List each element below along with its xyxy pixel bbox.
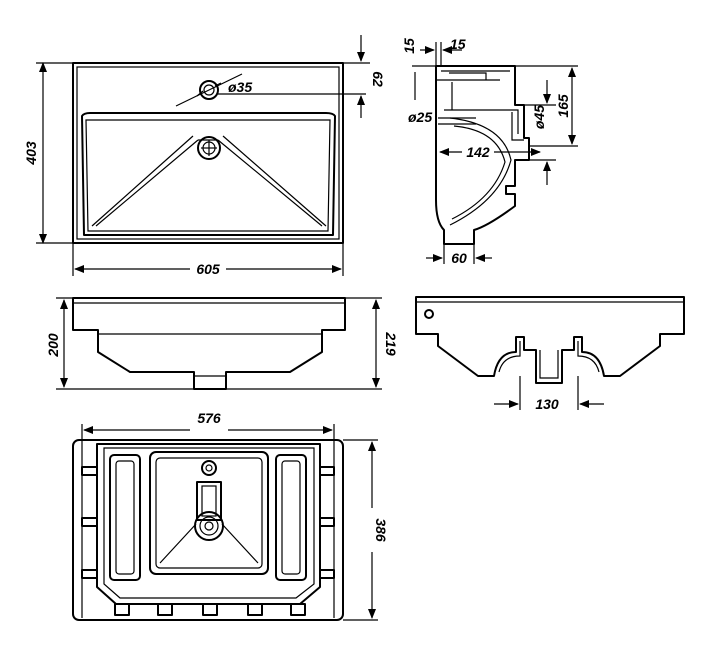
- side-view: 15 15 ø25 ø45 165 142 60: [401, 36, 578, 266]
- front-total-height-label: 219: [383, 331, 399, 356]
- rear-view: 130: [415, 296, 685, 412]
- bottom-right-tabs: [319, 466, 335, 579]
- drain-hole-top: [197, 136, 221, 160]
- side-view-bowl-curve: [449, 117, 512, 226]
- tap-diameter-leader: [175, 73, 243, 107]
- front-view: 200 219: [45, 297, 399, 390]
- top-view-bowl: [81, 112, 336, 236]
- bottom-width-label: 576: [197, 410, 221, 426]
- bottom-slots: [114, 603, 306, 616]
- side-height-label: 165: [555, 94, 571, 118]
- bottom-bowl: [149, 451, 269, 575]
- bottom-left-rib: [109, 454, 141, 581]
- bottom-right-rib: [275, 454, 307, 581]
- rear-view-outline: [415, 296, 685, 384]
- side-top-b-label: 15: [450, 36, 466, 52]
- tap-diameter-label: ø35: [228, 79, 252, 95]
- bottom-view-outline: [72, 439, 344, 621]
- top-view: ø35 62 403 605: [23, 35, 386, 277]
- top-view-outline: [72, 62, 344, 244]
- bottom-left-tabs: [81, 466, 98, 579]
- side-view-details: [436, 70, 519, 134]
- top-width-label: 605: [196, 261, 220, 277]
- side-overflow-diameter-label: ø45: [531, 105, 547, 129]
- side-top-a-label: 15: [401, 38, 417, 54]
- side-drain-diameter-label: ø25: [408, 109, 432, 125]
- top-depth-label: 403: [23, 141, 39, 166]
- bottom-tap-hole: [201, 460, 217, 476]
- side-foot-label: 60: [451, 250, 467, 266]
- top-view-bowl-slopes-outer: [91, 135, 327, 227]
- side-drain-depth-label: 142: [466, 144, 490, 160]
- bottom-depth-label: 386: [373, 518, 389, 542]
- front-view-outline: [72, 297, 346, 390]
- tap-offset-label: 62: [370, 71, 386, 87]
- top-view-bowl-inner: [85, 119, 331, 232]
- bottom-drain: [194, 511, 224, 541]
- front-body-height-label: 200: [45, 333, 61, 358]
- bottom-view: 576 386: [72, 410, 389, 621]
- rear-bracket-spacing-label: 130: [535, 396, 559, 412]
- rear-view-hole: [424, 309, 434, 319]
- tap-hole: [199, 80, 219, 100]
- top-view-rim: [76, 66, 340, 240]
